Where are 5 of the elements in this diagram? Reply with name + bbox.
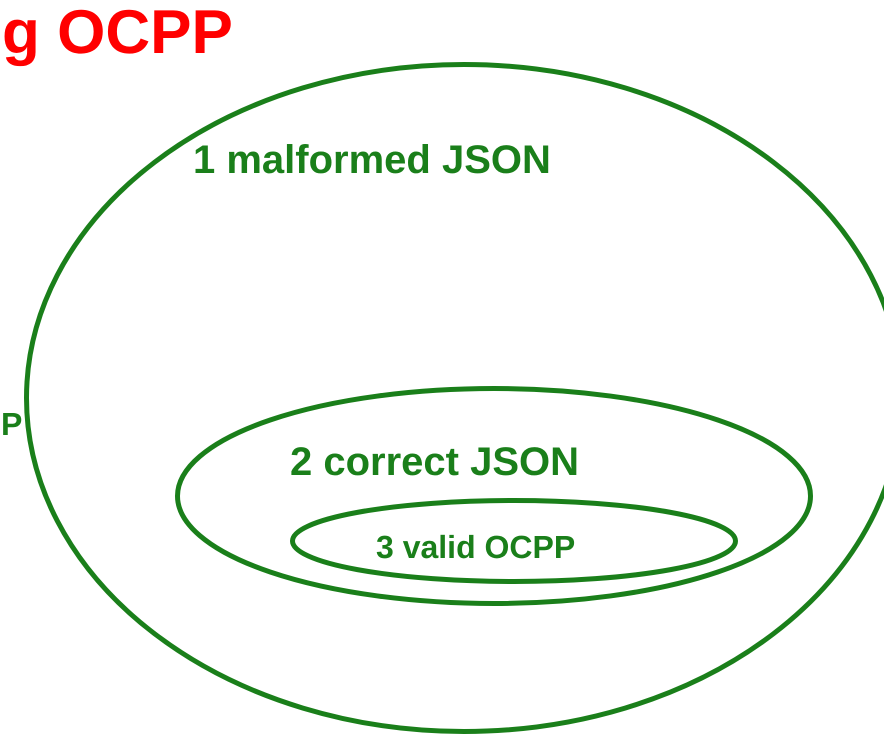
- side-label: P: [1, 408, 22, 440]
- set-label: 3 valid OCPP: [376, 531, 576, 563]
- set-label: 1 malformed JSON: [193, 140, 551, 180]
- title: g OCPP: [2, 2, 233, 64]
- set-label: 2 correct JSON: [290, 442, 580, 482]
